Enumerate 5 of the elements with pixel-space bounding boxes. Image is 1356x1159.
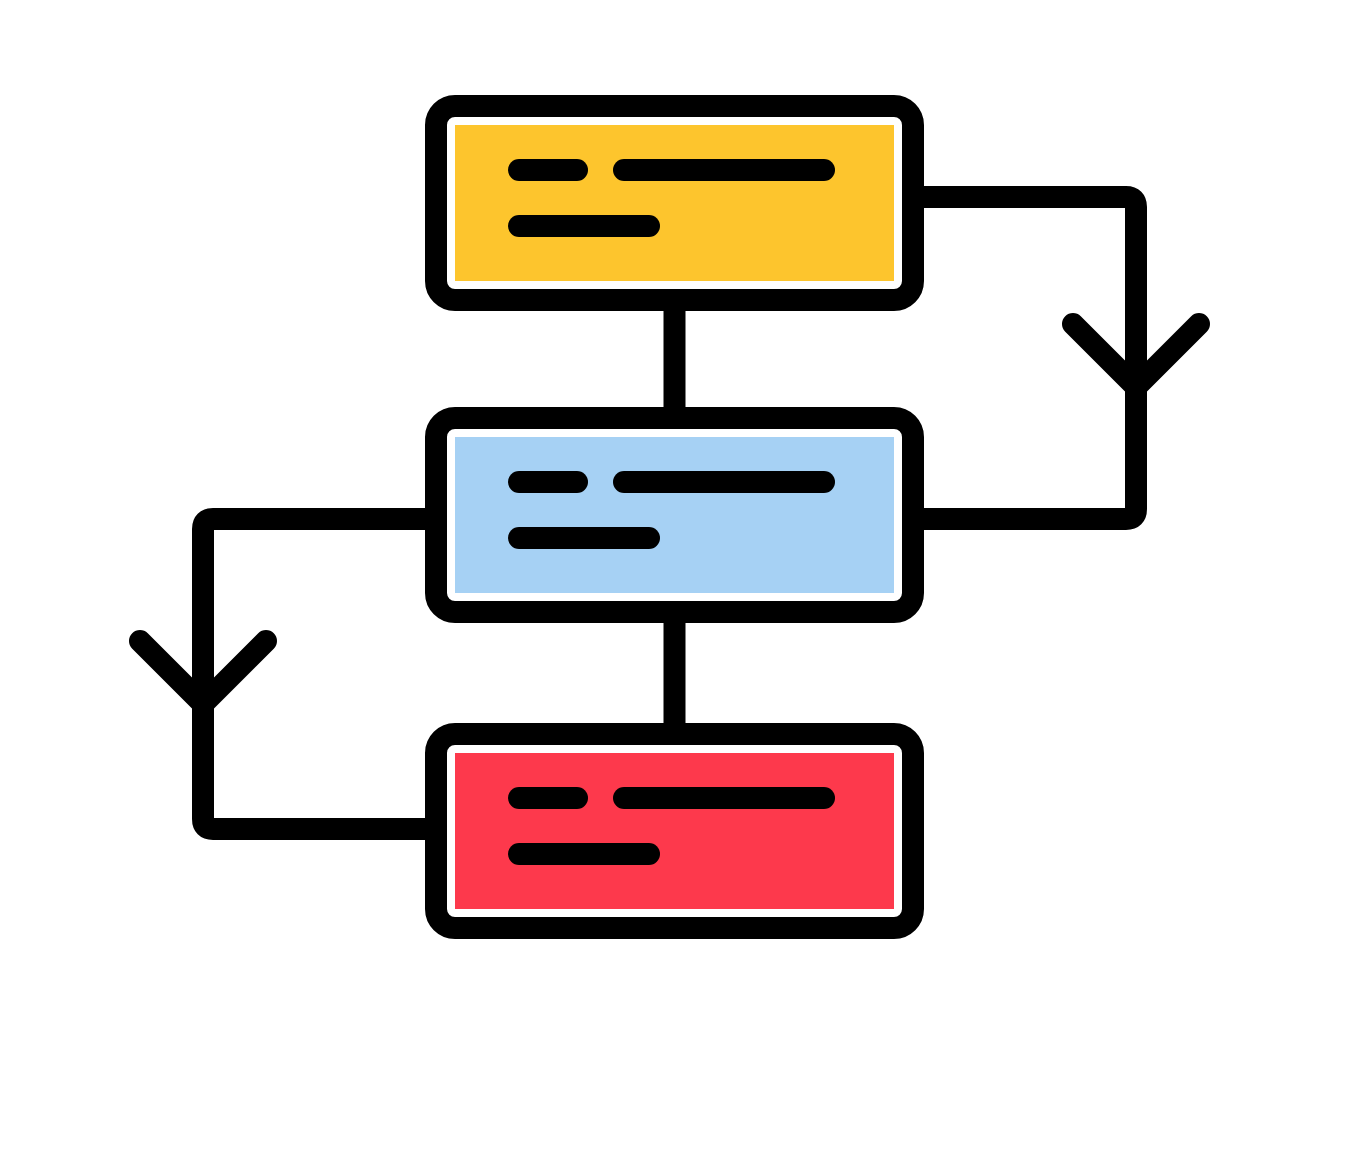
process-box [425,95,924,311]
connector-line [663,311,686,407]
process-box [425,723,924,939]
connector-line [663,623,686,723]
process-box [425,407,924,623]
